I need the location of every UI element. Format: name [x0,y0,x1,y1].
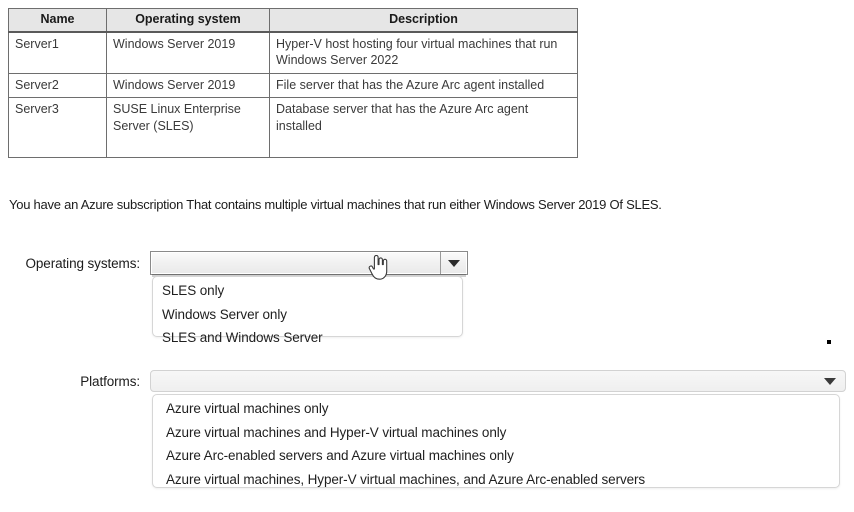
stray-dot-annotation [827,340,831,344]
table-row: Server3 SUSE Linux Enterprise Server (SL… [8,97,578,158]
dropdown-option[interactable]: Azure virtual machines and Hyper-V virtu… [166,424,507,440]
cell-name: Server2 [8,72,107,98]
chevron-down-icon[interactable] [815,371,845,391]
operating-systems-combobox[interactable] [150,251,468,277]
dropdown-option[interactable]: Azure Arc-enabled servers and Azure virt… [166,448,514,464]
table-body: Server1 Windows Server 2019 Hyper-V host… [8,31,578,158]
operating-systems-dropdown-list[interactable]: SLES only Windows Server only SLES and W… [152,276,463,345]
platforms-dropdown-list[interactable]: Azure virtual machines only Azure virtua… [152,394,840,488]
dropdown-option[interactable]: SLES and Windows Server [162,330,323,346]
server-inventory-table: Name Operating system Description Server… [8,8,578,158]
operating-systems-selected-value [151,252,440,274]
column-header-operating-system: Operating system [106,8,270,33]
scenario-description: You have an Azure subscription That cont… [9,197,662,212]
dropdown-option[interactable]: Windows Server only [162,306,287,322]
dropdown-option[interactable]: SLES only [162,283,225,298]
chevron-down-glyph [824,377,836,385]
cell-name: Server1 [8,31,107,74]
cell-operating-system: SUSE Linux Enterprise Server (SLES) [106,97,270,158]
platforms-selected-value [151,371,815,391]
chevron-down-glyph [448,259,460,267]
cell-description: File server that has the Azure Arc agent… [269,72,578,98]
table-row: Server2 Windows Server 2019 File server … [8,72,578,98]
column-header-name: Name [8,8,107,33]
platforms-label: Platforms: [80,374,140,389]
chevron-down-icon[interactable] [440,252,467,274]
column-header-description: Description [269,8,578,33]
platforms-combobox[interactable] [150,370,846,392]
cell-description: Hyper-V host hosting four virtual machin… [269,31,578,74]
cell-operating-system: Windows Server 2019 [106,31,270,74]
table-row: Server1 Windows Server 2019 Hyper-V host… [8,31,578,74]
dropdown-option[interactable]: Azure virtual machines, Hyper-V virtual … [166,471,646,487]
cell-description: Database server that has the Azure Arc a… [269,97,578,158]
dropdown-option[interactable]: Azure virtual machines only [166,401,329,416]
hand-pointer-cursor [366,254,390,281]
cell-operating-system: Windows Server 2019 [106,72,270,98]
cell-name: Server3 [8,97,107,158]
table-header: Name Operating system Description [8,8,578,33]
table-header-row: Name Operating system Description [8,8,578,33]
operating-systems-label: Operating systems: [25,256,141,271]
